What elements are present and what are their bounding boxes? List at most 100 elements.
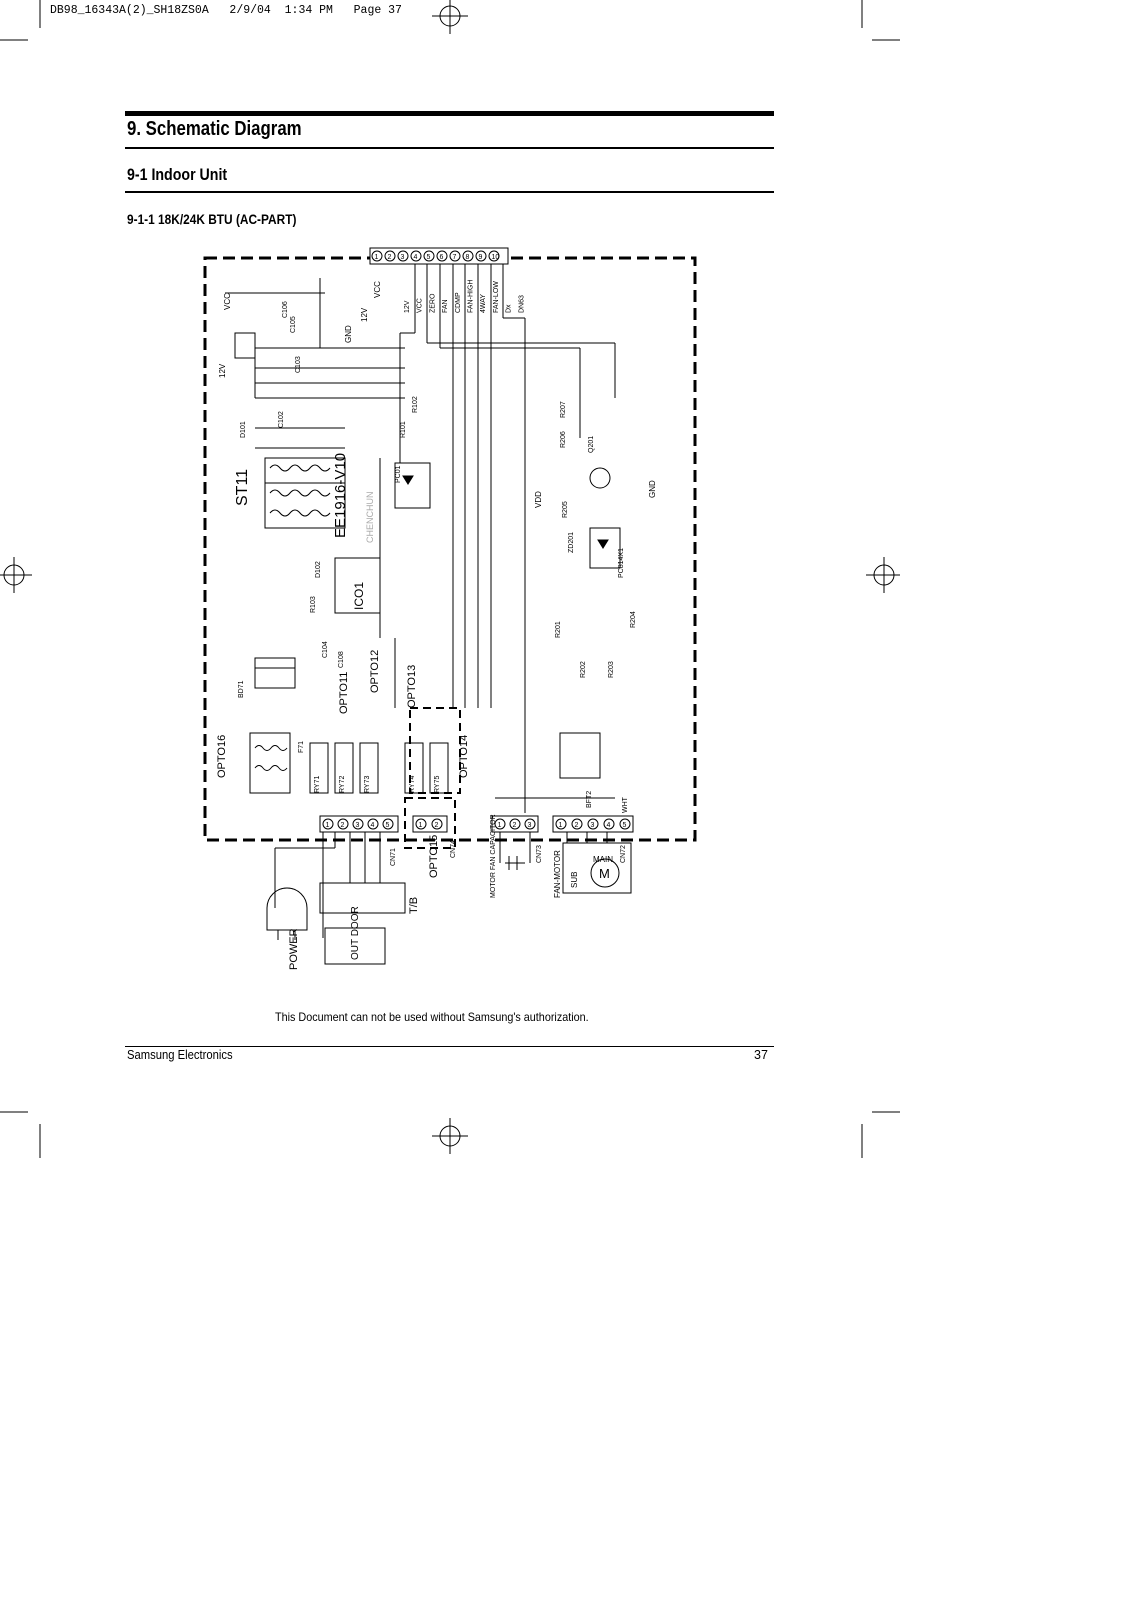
top-signal-label: FAN (442, 299, 449, 313)
bottom-connector-pin (337, 818, 349, 830)
label-c104: C104 (322, 641, 329, 658)
label-pc814: PC814X1 (618, 548, 625, 578)
top-connector-pin (436, 250, 448, 262)
bottom-connector-pin-number: 1 (326, 822, 330, 829)
label-r207: R207 (560, 401, 567, 418)
power-plug (266, 887, 308, 931)
top-signal-label: 12V (404, 300, 411, 313)
footer-rule (125, 1046, 774, 1047)
label-wht: WHT (622, 796, 629, 813)
bottom-connector-pin-number: 4 (371, 822, 375, 829)
pc01-body (394, 462, 431, 509)
label-d101: D101 (240, 421, 247, 438)
top-connector-pin-number: 6 (440, 254, 444, 261)
disclaimer: This Document can not be used without Sa… (275, 1010, 589, 1024)
label-f71: F71 (298, 741, 305, 753)
bottom-connector-pin (322, 818, 334, 830)
label-r101: R101 (400, 421, 407, 438)
subsection-title: 9-1 Indoor Unit (127, 166, 228, 184)
bottom-connector-pin-number: 4 (607, 822, 611, 829)
bottom-connector-pin-number: 1 (419, 822, 423, 829)
top-signal-label: ZERO (429, 293, 436, 313)
relay-ry72-label: RY72 (339, 776, 346, 793)
top-connector-pin (449, 250, 461, 262)
label-gnd: GND (344, 325, 353, 343)
terminal-block (319, 882, 406, 914)
bottom-connector-pin (509, 818, 521, 830)
opto13-label: OPTO13 (406, 665, 418, 708)
opto12-label: OPTO12 (369, 650, 381, 693)
fan-motor-symbol (590, 858, 620, 888)
label-pc01: PC01 (395, 465, 402, 483)
bottom-connector-pin-number: 3 (356, 822, 360, 829)
top-connector-pin (488, 250, 500, 262)
label-c106: C106 (282, 301, 289, 318)
relay-ry74-label: RY74 (409, 776, 416, 793)
label-r201: R201 (555, 621, 562, 638)
bottom-connector-pin (367, 818, 379, 830)
top-connector-pin-number: 2 (388, 254, 392, 261)
footer-page-number: 37 (754, 1048, 768, 1062)
bottom-connector-pin (603, 818, 615, 830)
bottom-connector-pin (494, 818, 506, 830)
bottom-connector-pin-number: 2 (341, 822, 345, 829)
top-connector-pin-number: 7 (453, 254, 457, 261)
external-wiring (266, 832, 632, 965)
top-signal-label: FAN-HIGH (468, 280, 475, 313)
motor-fan-capacitor-label: MOTOR FAN CAPACITOR (490, 814, 497, 898)
opto15-label: OPTO15 (428, 835, 440, 878)
transformer (264, 457, 346, 529)
bottom-connector-pin (619, 818, 631, 830)
subsection-rule (125, 191, 774, 193)
bottom-connector-pin (382, 818, 394, 830)
top-signal-label: DN63 (518, 295, 525, 313)
label-c105: C105 (290, 316, 297, 333)
relay-ry71-label: RY71 (314, 776, 321, 793)
bottom-connector-pin (352, 818, 364, 830)
label-c108: C108 (338, 651, 345, 668)
opto14-label: OPTO14 (458, 735, 470, 778)
top-connector-pin-number: 3 (401, 254, 405, 261)
opto11-label: OPTO11 (338, 672, 350, 714)
bottom-connector-pin-number: 2 (575, 822, 579, 829)
transformer-part-label: EE1916-V10 (332, 453, 349, 538)
top-signal-label: Dx (506, 304, 513, 313)
label-bd71: BD71 (238, 680, 245, 698)
relay-ry75-label: RY75 (434, 776, 441, 793)
transformer-label: ST11 (234, 469, 251, 506)
bottom-connector-pin (587, 818, 599, 830)
outdoor-box (324, 927, 386, 965)
cn74-label: CN74 (450, 840, 457, 858)
fan-motor-label: FAN-MOTOR (553, 850, 562, 898)
bottom-connector-pin-number: 2 (513, 822, 517, 829)
watermark: CHENCHUN (365, 492, 375, 544)
bridge-rectifier (254, 657, 296, 689)
bottom-connector-pin (555, 818, 567, 830)
label-r102: R102 (412, 396, 419, 413)
label-vdd: VDD (534, 491, 543, 508)
label-zd201: ZD201 (568, 532, 575, 553)
bottom-connector-pin-number: 2 (435, 822, 439, 829)
top-signal-label: CDMP (455, 292, 462, 313)
label-gnd-right: GND (648, 480, 657, 498)
top-connector-pin-number: 1 (375, 254, 379, 261)
fan-motor-box (562, 842, 632, 894)
power-rails (225, 278, 405, 708)
subsubsection-title: 9-1-1 18K/24K BTU (AC-PART) (127, 212, 297, 227)
footer-company: Samsung Electronics (127, 1048, 233, 1062)
bottom-connector-pin (415, 818, 427, 830)
label-r202: R202 (580, 661, 587, 678)
top-connector-pin-number: 10 (492, 254, 500, 261)
label-vcc-left: VCC (223, 293, 232, 310)
top-connector-pin (475, 250, 487, 262)
label-c103: C103 (295, 356, 302, 373)
pc814-body (589, 527, 621, 569)
motor-main-label: MAIN (593, 855, 613, 864)
outdoor-label: OUT DOOR (350, 906, 361, 960)
label-c102: C102 (278, 411, 285, 428)
line-filter (249, 732, 291, 794)
